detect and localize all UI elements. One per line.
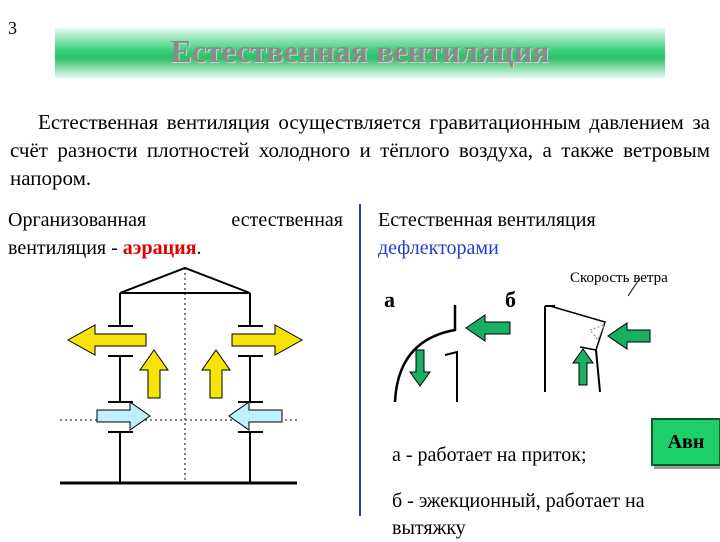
green-arrow-b-up [572, 348, 594, 386]
deflector-heading: Естественная вентиляция дефлекторами [378, 206, 708, 262]
note-b: б - эжекционный, работает на вытяжку [392, 490, 645, 539]
yellow-exhaust-arrow-left [66, 324, 147, 356]
aeration-heading-suffix: . [196, 237, 202, 259]
green-wind-arrow-b [607, 322, 651, 350]
slide-number: 3 [8, 18, 17, 38]
deflector-a [393, 305, 511, 403]
green-wind-arrow-a [465, 314, 511, 342]
green-arrow-a-down [409, 349, 431, 387]
blue-supply-arrow-left [96, 401, 151, 431]
avn-badge: Авн [651, 418, 720, 466]
aeration-heading-text: Организованная естественная вентиляция - [8, 209, 343, 259]
column-divider [359, 204, 361, 516]
aeration-heading: Организованная естественная вентиляция -… [8, 206, 343, 262]
aeration-term: аэрация [122, 237, 197, 259]
wind-label-leader [627, 277, 641, 297]
deflector-heading-text: Естественная вентиляция [378, 209, 596, 231]
deflector-term: дефлекторами [378, 237, 499, 259]
note-a: а - работает на приток; [392, 444, 587, 466]
slide-title: Естественная вентиляция [170, 33, 550, 69]
deflector-b [544, 277, 651, 393]
deflector-b-label: б [505, 287, 516, 312]
yellow-exhaust-arrow-right [231, 324, 304, 356]
title-bar [55, 28, 665, 78]
intro-paragraph: Естественная вентиляция осуществляется г… [10, 110, 710, 190]
deflector-a-label: а [384, 287, 395, 312]
yellow-rising-arrow-right [201, 349, 231, 399]
yellow-rising-arrow-left [139, 349, 169, 399]
wind-speed-label: Скорость ветра [570, 270, 668, 286]
blue-supply-arrow-right [228, 401, 283, 431]
building-diagram [60, 266, 304, 485]
